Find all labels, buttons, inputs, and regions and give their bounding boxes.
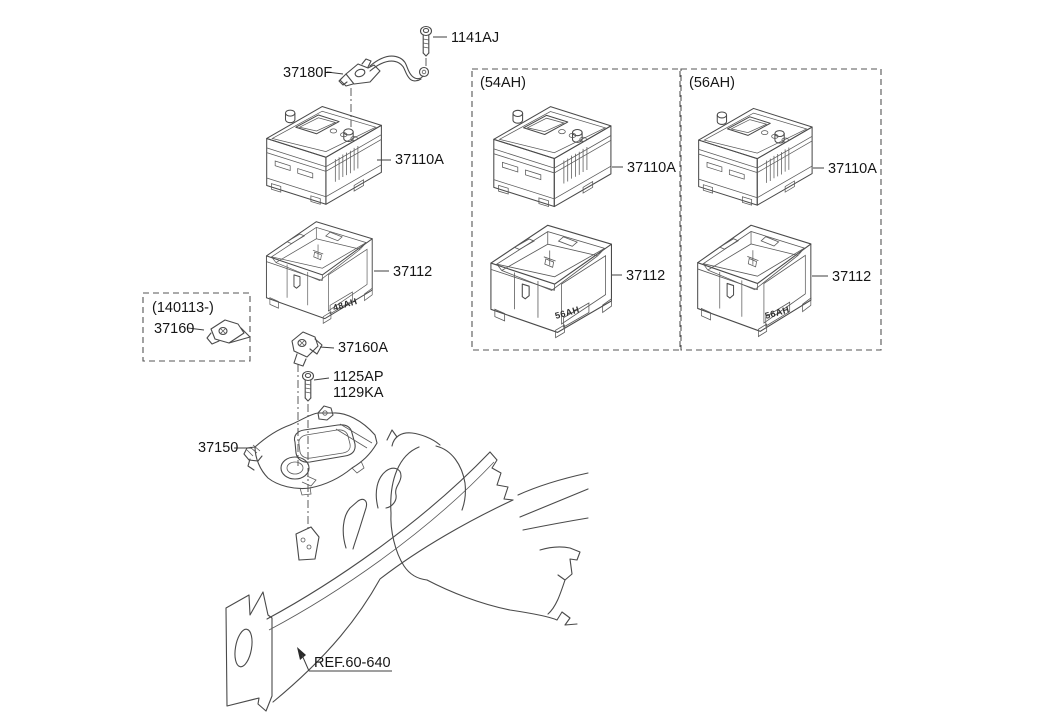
clamp-37160-drawing [206, 319, 251, 345]
label-variant-54ah: (54AH) [480, 75, 526, 91]
label-battery-54ah: 37110A [627, 160, 676, 176]
label-tray-56ah: 37112 [832, 269, 871, 285]
label-battery-56ah: 37110A [828, 161, 877, 177]
label-variant-56ah: (56AH) [689, 75, 735, 91]
label-tray-37150: 37150 [198, 440, 238, 456]
tray-molding-54ah: 56AH [554, 304, 581, 321]
body-ref-callout[interactable]: REF.60-640 [297, 647, 392, 672]
label-clamp-37160: 37160 [154, 321, 194, 337]
label-bolt-1129ka: 1129KA [333, 385, 384, 401]
label-tray-54ah: 37112 [626, 268, 665, 284]
production-date-box [142, 292, 251, 362]
label-bolt-1125ap: 1125AP [333, 369, 384, 385]
tray-37112-main-drawing [265, 221, 373, 324]
label-battery-main: 37110A [395, 152, 444, 168]
label-clamp-37160a: 37160A [338, 340, 388, 356]
battery-cable-37180f-drawing [338, 55, 430, 127]
label-cable-37180f: 37180F [283, 65, 332, 81]
tray-molding-56ah: 56AH [764, 304, 791, 321]
tray-37112-54ah-drawing [490, 224, 613, 339]
tray-molding-main: 48AH [332, 296, 359, 313]
tray-37150-drawing [243, 405, 378, 496]
battery-37110a-main-drawing [266, 106, 382, 205]
bolt-1141aj-drawing [419, 25, 433, 67]
label-tray-main: 37112 [393, 264, 432, 280]
ref-arrowhead-icon [297, 647, 306, 660]
variant-box-54ah [471, 68, 681, 351]
body-structure-drawing [225, 429, 589, 712]
battery-37110a-54ah-drawing [493, 106, 612, 208]
clamp-37160a-drawing [291, 331, 323, 367]
label-body-reference[interactable]: REF.60-640 [314, 655, 391, 671]
battery-37110a-56ah-drawing [698, 107, 813, 206]
variant-box-56ah [680, 68, 882, 351]
tray-37112-56ah-drawing [697, 224, 812, 338]
bolt-1125ap-drawing [301, 370, 315, 402]
label-bolt-1141aj: 1141AJ [451, 30, 499, 46]
label-production-note: (140113-) [152, 300, 214, 316]
